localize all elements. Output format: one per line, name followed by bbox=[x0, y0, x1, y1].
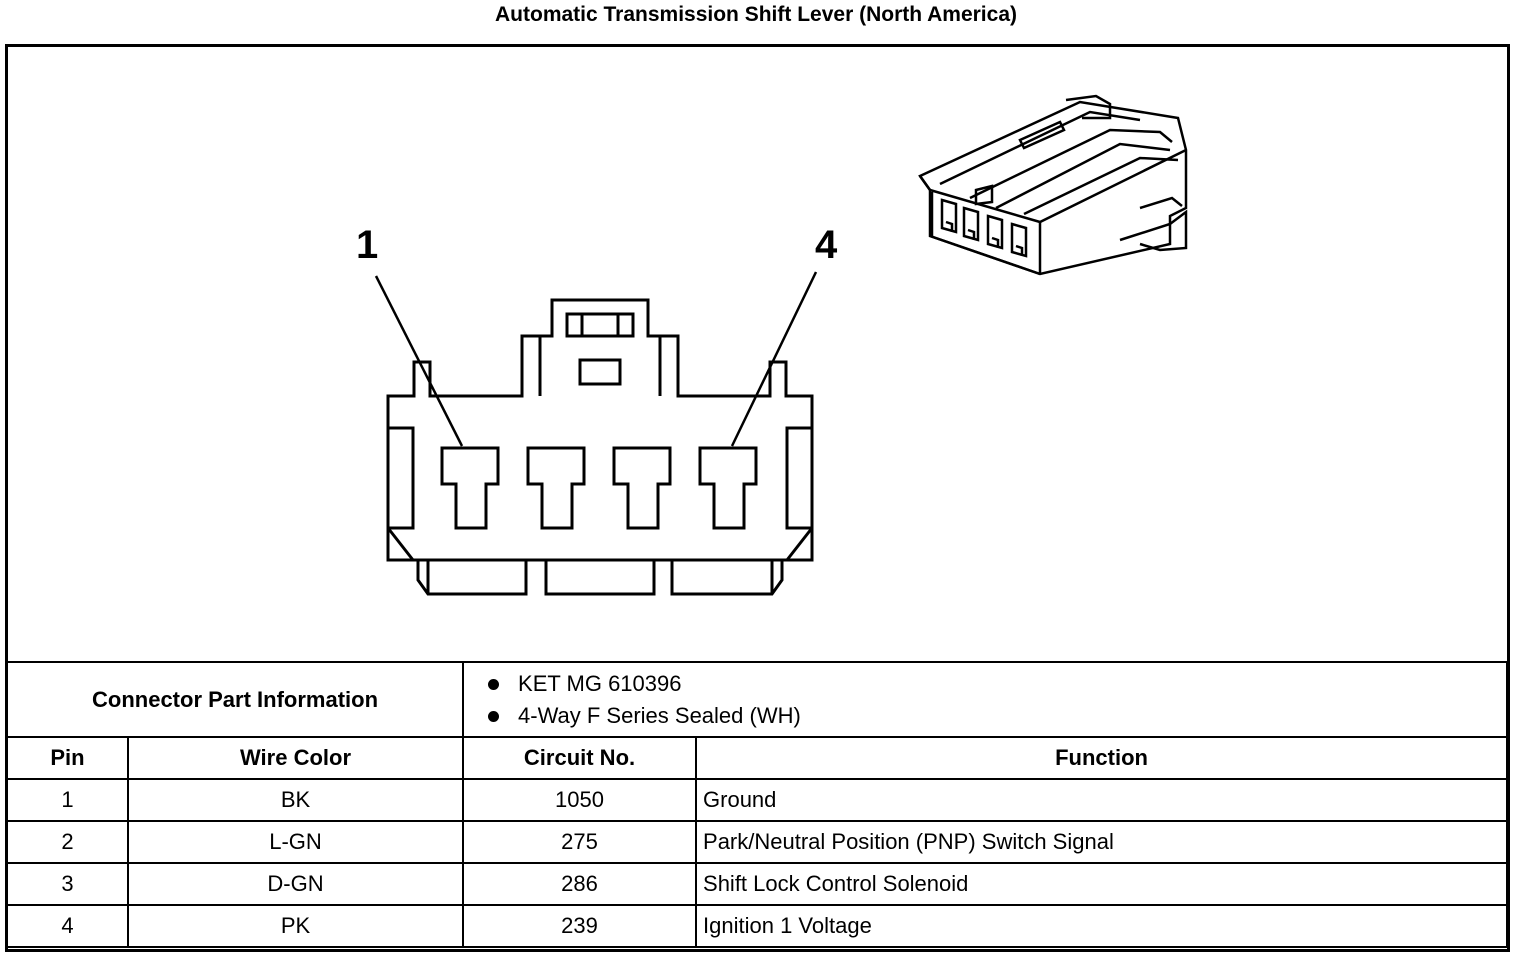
pin-cavity-1 bbox=[440, 446, 500, 530]
connector-part-info-label: Connector Part Information bbox=[5, 661, 465, 738]
function-cell: Ground bbox=[695, 778, 1509, 822]
connector-isometric-view bbox=[918, 94, 1188, 276]
callout-leader-4 bbox=[730, 271, 818, 447]
pin-cell: 3 bbox=[6, 862, 129, 906]
callout-label-pin-1: 1 bbox=[356, 223, 378, 267]
pin-cell: 1 bbox=[6, 778, 129, 822]
pin-cell: 4 bbox=[6, 904, 129, 948]
pin-cell: 2 bbox=[6, 820, 129, 864]
table-header-row: Pin Wire Color Circuit No. Function bbox=[6, 736, 1509, 780]
pin-cavity-3 bbox=[612, 446, 672, 530]
column-header-pin: Pin bbox=[6, 736, 129, 780]
table-row: 3 D-GN 286 Shift Lock Control Solenoid bbox=[6, 862, 1509, 906]
diagram-frame bbox=[5, 44, 1510, 952]
circuit-cell: 239 bbox=[462, 904, 698, 948]
wire-color-cell: L-GN bbox=[126, 820, 465, 864]
circuit-cell: 1050 bbox=[462, 778, 698, 822]
circuit-cell: 286 bbox=[462, 862, 698, 906]
connector-diagram: 1 4 bbox=[356, 94, 1188, 596]
connector-face bbox=[386, 298, 814, 596]
column-header-circuit: Circuit No. bbox=[462, 736, 698, 780]
column-header-wire-color: Wire Color bbox=[126, 736, 465, 780]
connector-series-description: 4-Way F Series Sealed (WH) bbox=[486, 700, 1506, 732]
callout-leader-1 bbox=[374, 275, 464, 447]
column-header-function: Function bbox=[695, 736, 1509, 780]
pin-cavity-2 bbox=[526, 446, 586, 530]
connector-part-number: KET MG 610396 bbox=[486, 668, 1506, 700]
pin-cavity-4 bbox=[698, 446, 758, 530]
connector-pinout-table: Connector Part Information KET MG 610396… bbox=[5, 661, 1509, 948]
table-row: 2 L-GN 275 Park/Neutral Position (PNP) S… bbox=[6, 820, 1509, 864]
page-title: Automatic Transmission Shift Lever (Nort… bbox=[495, 3, 1017, 26]
function-cell: Ignition 1 Voltage bbox=[695, 904, 1509, 948]
connector-part-info-row: Connector Part Information KET MG 610396… bbox=[5, 661, 1509, 738]
function-cell: Park/Neutral Position (PNP) Switch Signa… bbox=[695, 820, 1509, 864]
function-cell: Shift Lock Control Solenoid bbox=[695, 862, 1509, 906]
callout-label-pin-4: 4 bbox=[815, 223, 838, 267]
table-row: 4 PK 239 Ignition 1 Voltage bbox=[6, 904, 1509, 948]
wire-color-cell: BK bbox=[126, 778, 465, 822]
table-row: 1 BK 1050 Ground bbox=[6, 778, 1509, 822]
connector-part-info-list: KET MG 610396 4-Way F Series Sealed (WH) bbox=[462, 661, 1509, 738]
wire-color-cell: D-GN bbox=[126, 862, 465, 906]
wire-color-cell: PK bbox=[126, 904, 465, 948]
circuit-cell: 275 bbox=[462, 820, 698, 864]
